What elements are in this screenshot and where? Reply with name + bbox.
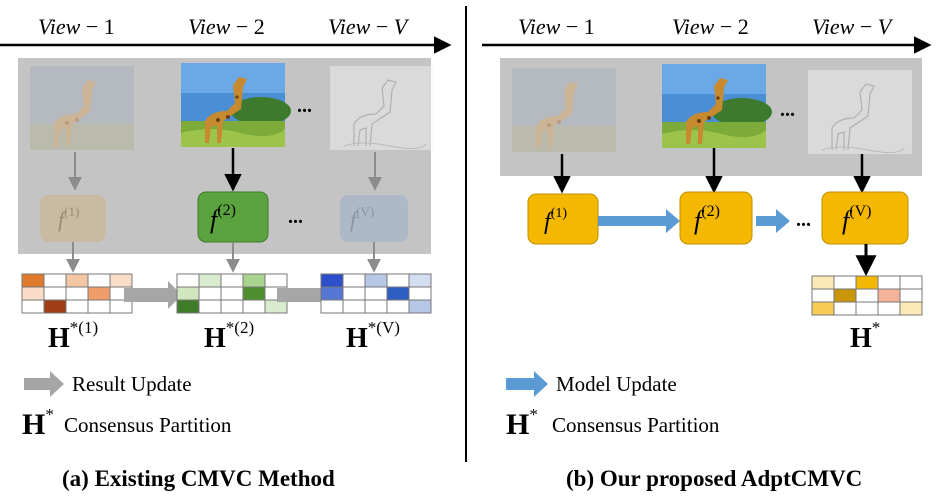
left-view-1-label: View − 1 — [38, 14, 115, 39]
right-panel: View − 1 View − 2 View − V ... f(1) f(2)… — [482, 14, 932, 491]
left-view-v-label: View − V — [328, 14, 410, 39]
left-legend-consensus-text: Consensus Partition — [64, 413, 232, 437]
right-image-view-v — [807, 69, 913, 155]
right-node-f2 — [679, 191, 753, 245]
right-caption: (b) Our proposed AdptCMVC — [566, 466, 862, 491]
left-node-fv — [340, 195, 408, 242]
left-partition-label-1: H*(1) — [48, 318, 98, 354]
right-model-arrow-2 — [756, 209, 790, 233]
right-image-view-1 — [512, 68, 616, 152]
left-partition-grid-v — [320, 273, 432, 314]
left-panel: View − 1 View − 2 View − V ... f(1) f(2)… — [0, 14, 452, 491]
left-partition-label-v: H*(V) — [346, 318, 400, 354]
right-view-v-label: View − V — [812, 14, 894, 39]
right-view-2-label: View − 2 — [672, 14, 749, 39]
right-model-arrow-1 — [598, 209, 680, 233]
left-result-arrow-1 — [124, 281, 182, 309]
right-partition-label: H* — [850, 318, 880, 354]
right-legend-arrow-text: Model Update — [556, 372, 677, 396]
left-partition-label-2: H*(2) — [204, 318, 254, 354]
right-legend-arrow-icon — [506, 371, 548, 397]
left-image-view-2 — [181, 63, 291, 147]
left-legend-h: H* — [22, 405, 54, 441]
left-node-fv-label: f(V) — [350, 204, 374, 232]
left-partition-grid-1 — [21, 273, 133, 314]
left-partition-grid-2 — [176, 273, 288, 314]
left-ellipsis-nodes: ... — [288, 206, 303, 228]
left-node-f2-label: f(2) — [210, 202, 236, 234]
right-ellipsis-images: ... — [780, 99, 795, 121]
left-ellipsis-images: ... — [297, 95, 312, 117]
left-view-2-label: View − 2 — [188, 14, 265, 39]
left-node-f1-label: f(1) — [58, 204, 79, 232]
right-node-f1-label: f(1) — [544, 206, 567, 235]
right-legend-h: H* — [506, 405, 538, 441]
left-caption: (a) Existing CMVC Method — [62, 466, 335, 491]
right-legend-consensus-text: Consensus Partition — [552, 413, 720, 437]
right-view-1-label: View − 1 — [518, 14, 595, 39]
right-node-f2-label: f(2) — [694, 203, 720, 235]
left-node-f1 — [40, 195, 106, 242]
right-node-fv-label: f(V) — [842, 203, 871, 235]
right-partition-grid — [811, 275, 923, 316]
left-legend-arrow-text: Result Update — [72, 372, 192, 396]
left-legend-arrow-icon — [24, 371, 64, 397]
left-image-view-1 — [30, 66, 134, 150]
right-image-view-2 — [662, 64, 772, 148]
left-image-view-v — [329, 65, 435, 151]
right-ellipsis-nodes: ... — [796, 209, 811, 231]
